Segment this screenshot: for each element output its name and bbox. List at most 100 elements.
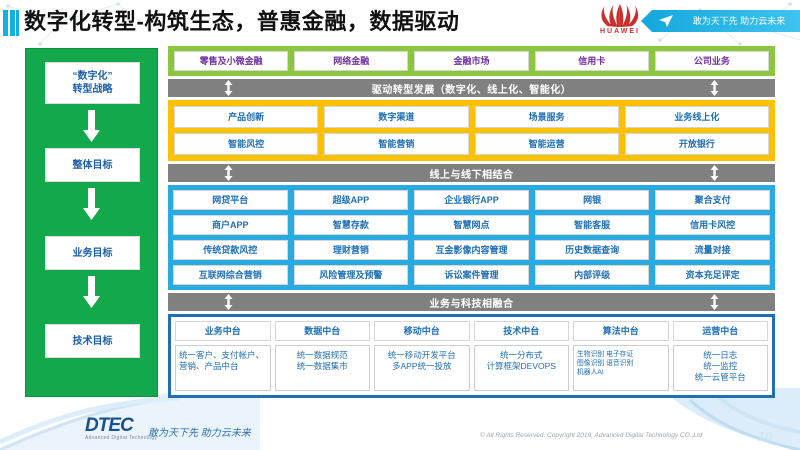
platform-headers-row: 业务中台 数据中台 移动中台 技术中台 算法中台 运营中台 <box>175 321 768 341</box>
huawei-logo: HUAWEI <box>592 2 648 42</box>
platform-detail-algorithm[interactable]: 生物识别 电子存证 图像识别 语音识别 机器人AI <box>573 345 669 391</box>
updown-arrow-icon-2r <box>710 165 719 181</box>
oo-super-app[interactable]: 超级APP <box>293 190 409 210</box>
huawei-flower-icon <box>601 3 639 28</box>
platform-header-algorithm[interactable]: 算法中台 <box>573 321 669 341</box>
platform-detail-data[interactable]: 统一数据规范 统一数据集市 <box>274 345 370 391</box>
oo-corporate-bank-app[interactable]: 企业银行APP <box>414 190 529 210</box>
business-line-corporate[interactable]: 公司业务 <box>654 51 770 71</box>
connector-bar-drive-transformation: 驱动转型发展（数字化、线上化、智能化） <box>168 79 775 97</box>
platform-detail-business-text: 统一客户、支付帐户、营销、产品中台 <box>179 350 265 371</box>
updown-arrow-icon-1r <box>710 80 719 96</box>
oo-online-banking[interactable]: 网银 <box>534 190 650 210</box>
transformation-smart-risk[interactable]: 智能风控 <box>174 133 319 155</box>
down-arrow-icon-3 <box>83 276 100 308</box>
connector-bar-2-label: 线上与线下相结合 <box>429 169 514 181</box>
business-line-internet-finance[interactable]: 网络金融 <box>294 51 409 71</box>
platform-header-tech[interactable]: 技术中台 <box>473 321 569 341</box>
strategy-box-tech-goal[interactable]: 技术目标 <box>45 324 140 358</box>
strategy-box-transformation-line2: 转型战略 <box>72 84 113 95</box>
transformation-band: 产品创新 数字渠道 场景服务 业务线上化 智能风控 智能营销 智能运营 开放银行 <box>168 100 775 161</box>
platform-detail-tech[interactable]: 统一分布式 计算框架DEVOPS <box>473 345 569 391</box>
oo-merchant-app[interactable]: 商户APP <box>173 215 288 235</box>
platform-detail-operation-line2: 统一监控 <box>703 361 738 371</box>
connector-bar-3-label: 业务与科技相融合 <box>429 298 514 310</box>
platform-detail-tech-line2: 计算框架DEVOPS <box>486 361 556 371</box>
online-offline-row-3: 传统贷款风控 理财营销 互金影像内容管理 历史数据查询 流量对接 <box>173 240 770 260</box>
oo-smart-customer-service[interactable]: 智能客服 <box>534 215 650 235</box>
connector-bar-1-label: 驱动转型发展（数字化、线上化、智能化） <box>371 84 572 96</box>
transformation-business-online[interactable]: 业务线上化 <box>624 106 769 128</box>
online-offline-row-1: 网贷平台 超级APP 企业银行APP 网银 聚合支付 <box>173 190 770 210</box>
platform-detail-data-line1: 统一数据规范 <box>296 350 348 360</box>
platform-detail-algorithm-line2: 图像识别 语音识别 <box>577 360 634 367</box>
oo-internet-marketing[interactable]: 互联网综合营销 <box>173 265 288 285</box>
platform-detail-mobile-line1: 统一移动开发平台 <box>387 350 456 360</box>
down-arrow-icon-2 <box>83 188 100 220</box>
oo-image-content-mgmt[interactable]: 互金影像内容管理 <box>414 240 529 260</box>
oo-capital-adequacy[interactable]: 资本充足评定 <box>655 265 770 285</box>
strategy-box-business-goal-label: 业务目标 <box>72 247 113 259</box>
oo-history-data-query[interactable]: 历史数据查询 <box>534 240 650 260</box>
oo-traffic-docking[interactable]: 流量对接 <box>655 240 770 260</box>
transformation-row-2: 智能风控 智能营销 智能运营 开放银行 <box>174 133 769 155</box>
business-lines-band: 零售及小微金融 网络金融 金融市场 信用卡 公司业务 <box>168 46 775 76</box>
oo-online-loan-platform[interactable]: 网贷平台 <box>173 190 288 210</box>
platform-detail-mobile[interactable]: 统一移动开发平台 多APP统一投放 <box>374 345 470 391</box>
updown-arrow-icon-3l <box>224 294 233 310</box>
copyright-text: © All Rights Reserved. Copyright 2019, A… <box>480 432 703 439</box>
connector-bar-online-offline: 线上与线下相结合 <box>168 164 775 182</box>
updown-arrow-icon-2l <box>224 165 233 181</box>
transformation-smart-marketing[interactable]: 智能营销 <box>324 133 469 155</box>
transformation-open-bank[interactable]: 开放银行 <box>624 133 769 155</box>
platform-header-mobile[interactable]: 移动中台 <box>374 321 470 341</box>
oo-smart-deposit[interactable]: 智慧存款 <box>293 215 409 235</box>
strategy-box-overall-goal-label: 整体目标 <box>72 159 113 171</box>
page-title: 数字化转型-构筑生态，普惠金融，数据驱动 <box>24 9 460 34</box>
strategy-box-transformation[interactable]: “数字化” 转型战略 <box>45 62 140 104</box>
platform-header-data[interactable]: 数据中台 <box>274 321 370 341</box>
online-offline-band: 网贷平台 超级APP 企业银行APP 网银 聚合支付 商户APP 智慧存款 智慧… <box>168 185 775 290</box>
business-line-retail[interactable]: 零售及小微金融 <box>174 51 289 71</box>
oo-wealth-marketing[interactable]: 理财营销 <box>293 240 409 260</box>
title-accent-bar <box>3 10 19 36</box>
strategy-box-business-goal[interactable]: 业务目标 <box>45 236 140 270</box>
platform-detail-mobile-line2: 多APP统一投放 <box>391 361 452 371</box>
slide-footer: DTEC Advanced Digital Technology 敢为天下先 助… <box>0 406 800 450</box>
dtec-subtitle: Advanced Digital Technology <box>85 435 158 441</box>
platform-detail-tech-line1: 统一分布式 <box>499 350 543 360</box>
oo-litigation-case-mgmt[interactable]: 诉讼案件管理 <box>414 265 529 285</box>
page-number: 10 <box>757 429 772 444</box>
online-offline-row-2: 商户APP 智慧存款 智慧网点 智能客服 信用卡风控 <box>173 215 770 235</box>
oo-credit-card-risk[interactable]: 信用卡风控 <box>655 215 770 235</box>
updown-arrow-icon-1l <box>224 80 233 96</box>
huawei-banner: 敢为天下先 助力云未来 <box>641 10 800 32</box>
business-line-credit-card[interactable]: 信用卡 <box>534 51 649 71</box>
transformation-product-innovation[interactable]: 产品创新 <box>174 106 319 128</box>
strategy-box-overall-goal[interactable]: 整体目标 <box>45 148 140 182</box>
oo-risk-mgmt-alert[interactable]: 风险管理及预警 <box>293 265 409 285</box>
oo-internal-rating[interactable]: 内部评级 <box>534 265 650 285</box>
transformation-digital-channel[interactable]: 数字渠道 <box>324 106 469 128</box>
architecture-stack: 零售及小微金融 网络金融 金融市场 信用卡 公司业务 驱动转型发展（数字化、线上… <box>168 46 775 398</box>
platform-header-business[interactable]: 业务中台 <box>175 321 271 341</box>
business-line-financial-market[interactable]: 金融市场 <box>414 51 529 71</box>
dtec-logo: DTEC Advanced Digital Technology <box>85 416 190 442</box>
transformation-smart-operation[interactable]: 智能运营 <box>474 133 619 155</box>
transformation-scenario-service[interactable]: 场景服务 <box>474 106 619 128</box>
strategy-box-transformation-line1: “数字化” <box>72 71 113 82</box>
oo-aggregate-payment[interactable]: 聚合支付 <box>655 190 770 210</box>
platform-detail-business[interactable]: 统一客户、支付帐户、营销、产品中台 <box>175 345 271 391</box>
strategy-box-tech-goal-label: 技术目标 <box>72 335 113 347</box>
platform-detail-data-line2: 统一数据集市 <box>296 361 348 371</box>
slide-header: 数字化转型-构筑生态，普惠金融，数据驱动 HUAWEI 敢为天下先 助力云未来 <box>0 0 800 44</box>
oo-traditional-loan-risk[interactable]: 传统贷款风控 <box>173 240 288 260</box>
platform-details-row: 统一客户、支付帐户、营销、产品中台 统一数据规范 统一数据集市 统一移动开发平台… <box>175 345 768 391</box>
platform-detail-algorithm-line3: 机器人AI <box>577 369 604 376</box>
oo-smart-branch[interactable]: 智慧网点 <box>414 215 529 235</box>
footer-tagline: 敢为天下先 助力云未来 <box>148 428 251 439</box>
platform-detail-operation[interactable]: 统一日志 统一监控 统一云管平台 <box>672 345 768 391</box>
platform-header-operation[interactable]: 运营中台 <box>672 321 768 341</box>
huawei-wordmark: HUAWEI <box>600 28 640 35</box>
